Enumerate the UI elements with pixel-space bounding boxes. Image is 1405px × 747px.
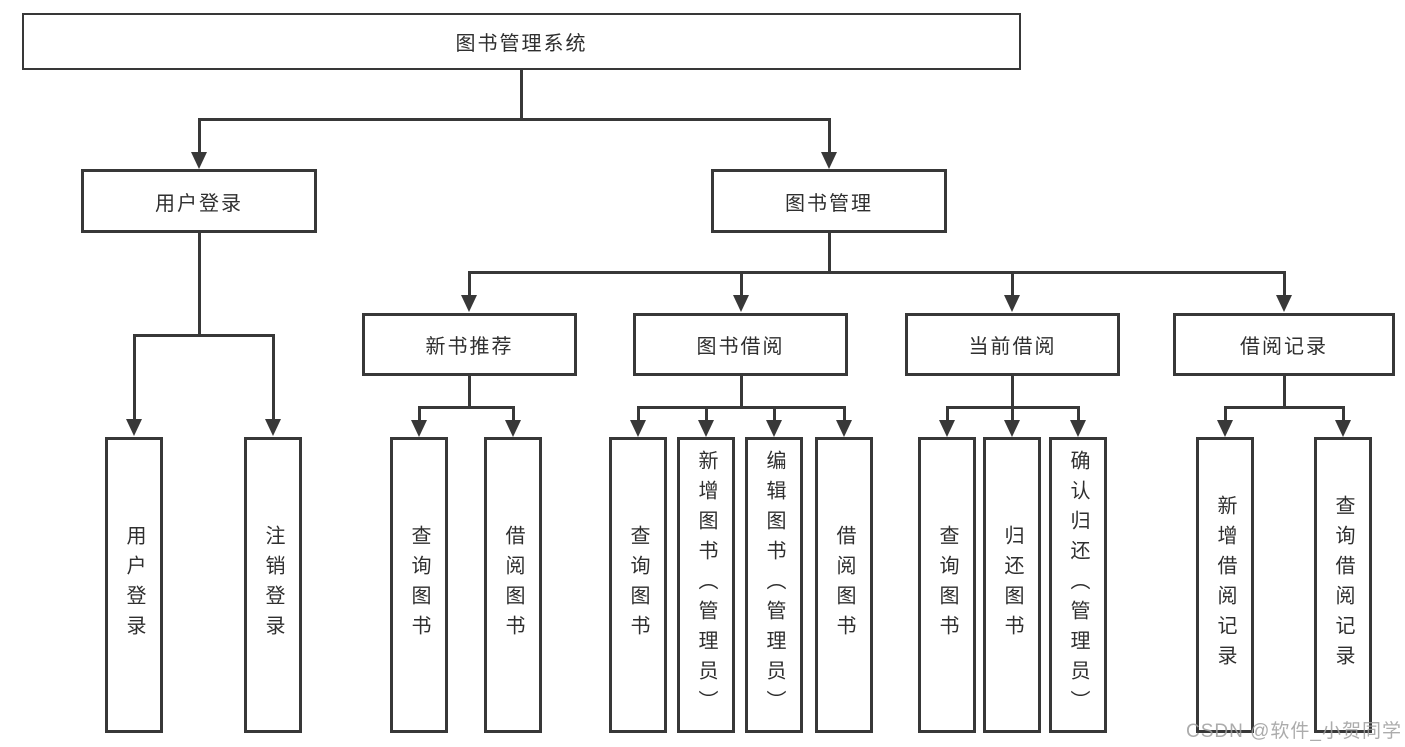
- connector-line: [773, 406, 776, 422]
- arrowhead-icon: [1217, 420, 1233, 437]
- leaf-add-borrow-record: 新增借阅记录: [1196, 437, 1254, 733]
- connector-line: [740, 376, 743, 409]
- leaf-label: 查询借阅记录: [1332, 495, 1354, 675]
- node-user-login: 用户登录: [81, 169, 317, 233]
- connector-line: [520, 70, 523, 120]
- connector-line: [133, 334, 136, 420]
- connector-line: [512, 406, 515, 422]
- arrowhead-icon: [836, 420, 852, 437]
- connector-line: [1283, 376, 1286, 409]
- connector-line: [637, 406, 845, 409]
- arrowhead-icon: [1335, 420, 1351, 437]
- leaf-label: 注销登录: [262, 525, 284, 645]
- node-book-management: 图书管理: [711, 169, 947, 233]
- arrowhead-icon: [126, 419, 142, 436]
- arrowhead-icon: [1070, 420, 1086, 437]
- connector-line: [1011, 406, 1014, 422]
- leaf-label: 查询图书: [936, 525, 958, 645]
- arrowhead-icon: [1004, 295, 1020, 312]
- leaf-logout: 注销登录: [244, 437, 302, 733]
- connector-line: [637, 406, 640, 422]
- connector-line: [133, 334, 275, 337]
- connector-line: [740, 271, 743, 297]
- connector-line: [198, 233, 201, 337]
- leaf-label: 新增借阅记录: [1214, 495, 1236, 675]
- connector-line: [418, 406, 515, 409]
- leaf-label: 查询图书: [627, 525, 649, 645]
- node-current-borrow: 当前借阅: [905, 313, 1120, 376]
- leaf-borrow-books-2: 借阅图书: [815, 437, 873, 733]
- connector-line: [1283, 271, 1286, 297]
- leaf-label: 借阅图书: [833, 525, 855, 645]
- csdn-watermark: CSDN @软件_小贺同学: [1186, 721, 1402, 742]
- leaf-label: 编辑图书（管理员）: [763, 450, 785, 720]
- leaf-label: 归还图书: [1001, 525, 1023, 645]
- leaf-query-books-3: 查询图书: [918, 437, 976, 733]
- arrowhead-icon: [1276, 295, 1292, 312]
- leaf-label: 确认归还（管理员）: [1067, 450, 1089, 720]
- leaf-return-books: 归还图书: [983, 437, 1041, 733]
- arrowhead-icon: [698, 420, 714, 437]
- arrowhead-icon: [505, 420, 521, 437]
- arrowhead-icon: [191, 152, 207, 169]
- node-book-borrow: 图书借阅: [633, 313, 848, 376]
- connector-line: [705, 406, 708, 422]
- arrowhead-icon: [630, 420, 646, 437]
- leaf-label: 用户登录: [123, 525, 145, 645]
- connector-line: [468, 271, 471, 297]
- arrowhead-icon: [939, 420, 955, 437]
- connector-line: [418, 406, 421, 422]
- connector-line: [1224, 406, 1344, 409]
- node-borrow-records: 借阅记录: [1173, 313, 1395, 376]
- leaf-confirm-return-admin: 确认归还（管理员）: [1049, 437, 1107, 733]
- leaf-query-books-1: 查询图书: [390, 437, 448, 733]
- connector-line: [1077, 406, 1080, 422]
- connector-line: [468, 376, 471, 409]
- node-library-management-system: 图书管理系统: [22, 13, 1021, 70]
- leaf-label: 查询图书: [408, 525, 430, 645]
- leaf-label: 借阅图书: [502, 525, 524, 645]
- arrowhead-icon: [461, 295, 477, 312]
- arrowhead-icon: [733, 295, 749, 312]
- leaf-query-borrow-record: 查询借阅记录: [1314, 437, 1372, 733]
- connector-line: [1011, 376, 1014, 409]
- node-new-book-recommend: 新书推荐: [362, 313, 577, 376]
- leaf-user-login: 用户登录: [105, 437, 163, 733]
- arrowhead-icon: [265, 419, 281, 436]
- leaf-label: 新增图书（管理员）: [695, 450, 717, 720]
- arrowhead-icon: [1004, 420, 1020, 437]
- leaf-edit-books-admin: 编辑图书（管理员）: [745, 437, 803, 733]
- connector-line: [198, 118, 201, 154]
- connector-line: [198, 118, 831, 121]
- leaf-borrow-books-1: 借阅图书: [484, 437, 542, 733]
- leaf-query-books-2: 查询图书: [609, 437, 667, 733]
- arrowhead-icon: [766, 420, 782, 437]
- connector-line: [1342, 406, 1345, 422]
- connector-line: [828, 233, 831, 274]
- connector-line: [946, 406, 949, 422]
- connector-line: [272, 334, 275, 420]
- connector-line: [1011, 271, 1014, 297]
- leaf-add-books-admin: 新增图书（管理员）: [677, 437, 735, 733]
- arrowhead-icon: [821, 152, 837, 169]
- connector-line: [1224, 406, 1227, 422]
- connector-line: [828, 118, 831, 154]
- connector-line: [468, 271, 1285, 274]
- connector-line: [843, 406, 846, 422]
- arrowhead-icon: [411, 420, 427, 437]
